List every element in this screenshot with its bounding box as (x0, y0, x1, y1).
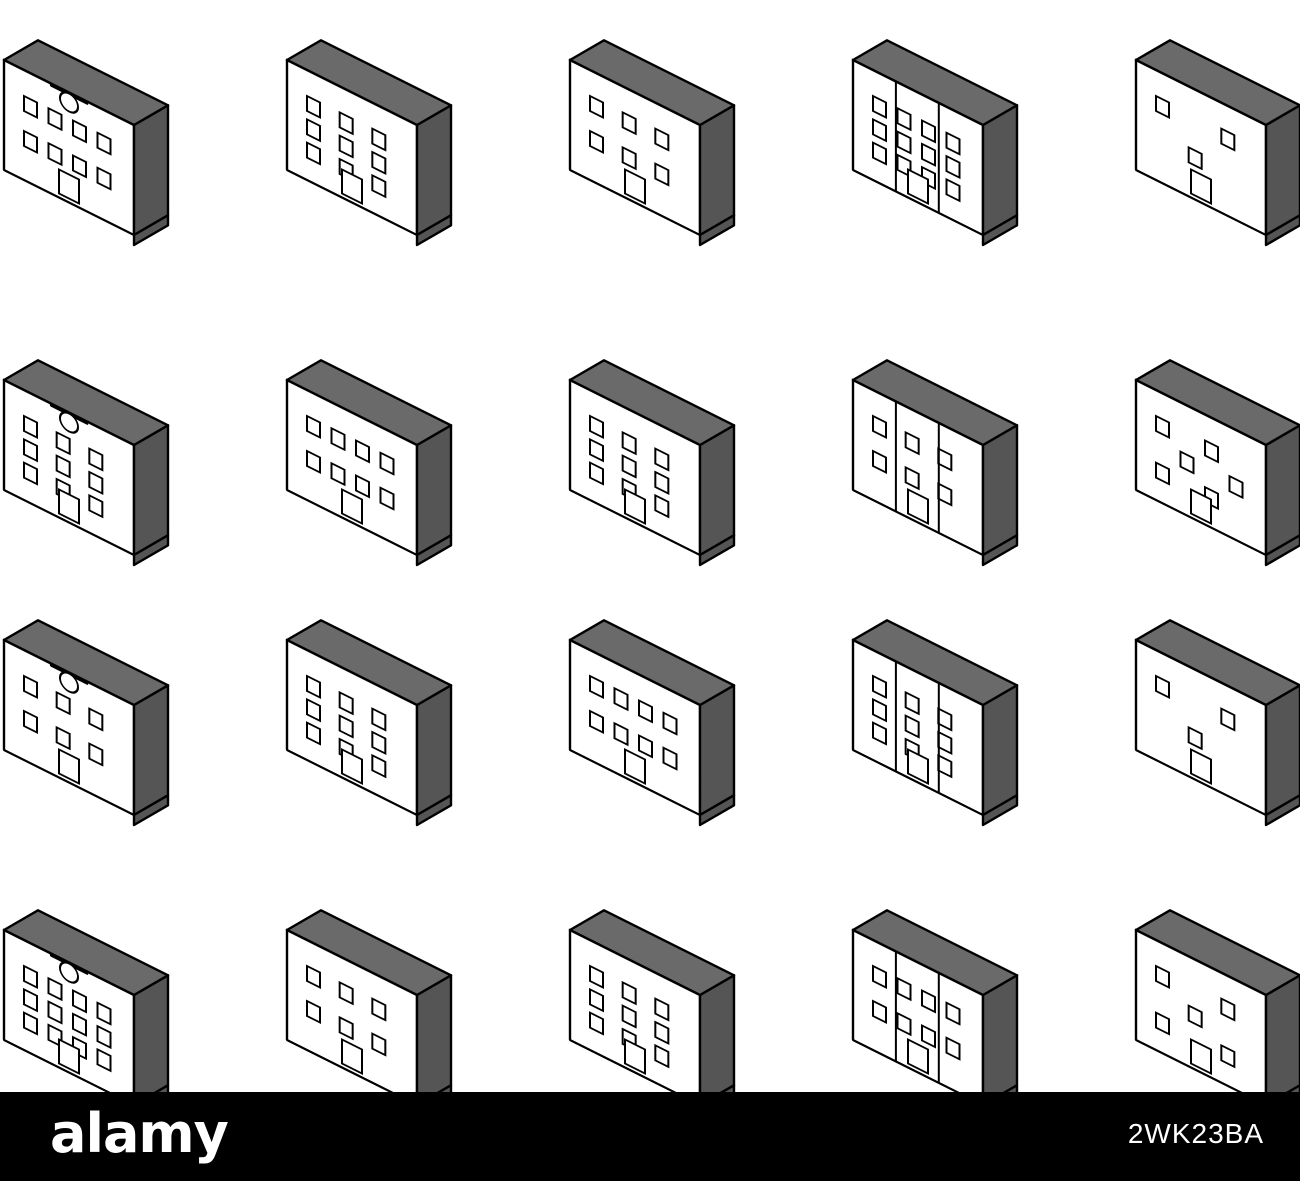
building-icon-grid (2, 39, 1300, 1092)
school-classic-multistorey-icon (1134, 909, 1300, 1092)
image-id-label: 2WK23BA (1127, 1118, 1264, 1149)
school-modern-block-icon (568, 359, 736, 567)
school-graduation-cap-building-icon (2, 359, 170, 567)
school-twin-gable-icon (1134, 619, 1300, 827)
school-flat-facade-icon (1134, 39, 1300, 247)
school-arched-roof-hall-icon (285, 909, 453, 1092)
school-gabled-building-icon (851, 39, 1019, 247)
school-chimney-building-icon (285, 39, 453, 247)
school-campus-gate-icon (285, 359, 453, 567)
watermark-footer: alamy 2WK23BA (0, 1092, 1300, 1181)
school-tall-tower-building-icon (568, 39, 736, 247)
school-office-block-icon (851, 359, 1019, 567)
school-panel-building-icon (851, 909, 1019, 1092)
school-arched-windows-icon (285, 619, 453, 827)
alamy-logo: alamy (50, 1102, 229, 1165)
school-signboard-building-icon (2, 909, 170, 1092)
school-stepped-building-icon (568, 909, 736, 1092)
school-mansard-roof-icon (568, 619, 736, 827)
school-clock-tower-icon (2, 39, 170, 247)
school-bell-tower-icon (2, 619, 170, 827)
school-apartment-style-icon (851, 619, 1019, 827)
school-arched-entrance-icon (1134, 359, 1300, 567)
